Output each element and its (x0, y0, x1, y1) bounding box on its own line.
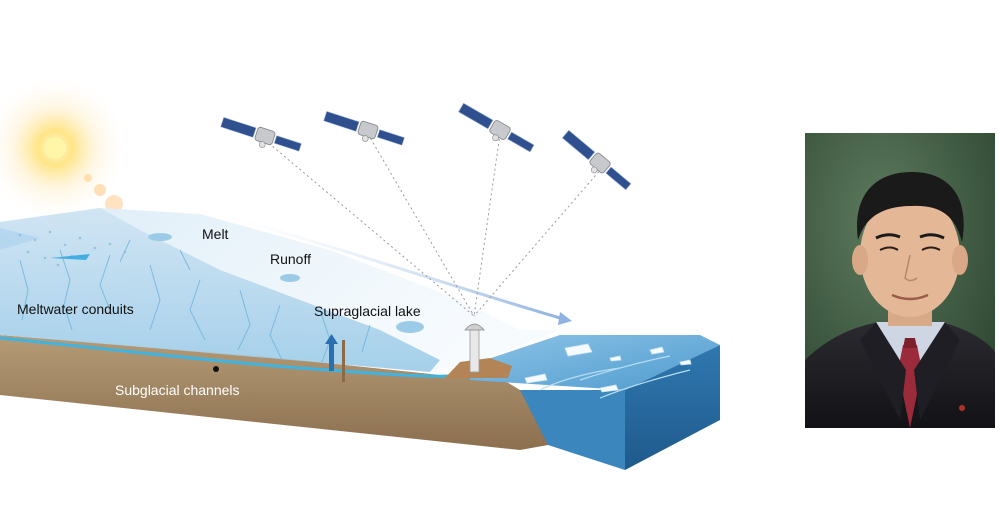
runoff-label: Runoff (270, 251, 311, 267)
upwelling-arrow (325, 334, 345, 382)
runoff-arrow (199, 208, 572, 325)
satellite-icon (561, 129, 632, 191)
supraglacial-lake-label: Supraglacial lake (314, 303, 421, 319)
meltwater-conduits-label: Meltwater conduits (17, 301, 134, 317)
melt-ponds (50, 233, 424, 333)
meltwater-conduits (19, 239, 371, 363)
ice-sheet-front (0, 208, 440, 372)
satellite-icon (458, 102, 535, 153)
melt-label: Melt (202, 226, 229, 242)
subglacial-channels-label: Subglacial channels (115, 382, 240, 398)
ground-station-icon (445, 323, 512, 378)
bedrock (0, 335, 548, 450)
borehole-marker (213, 366, 219, 372)
satellite-signal-lines (264, 133, 603, 317)
satellite-icon (220, 116, 302, 152)
tie (898, 345, 922, 428)
subglacial-channel (0, 336, 471, 378)
iceberg-icon (524, 343, 692, 393)
portrait-photo (805, 133, 995, 428)
satellite-icon (323, 110, 405, 146)
hair (857, 172, 964, 242)
meltwater-speckles (18, 230, 127, 267)
sun-icon (0, 78, 125, 218)
